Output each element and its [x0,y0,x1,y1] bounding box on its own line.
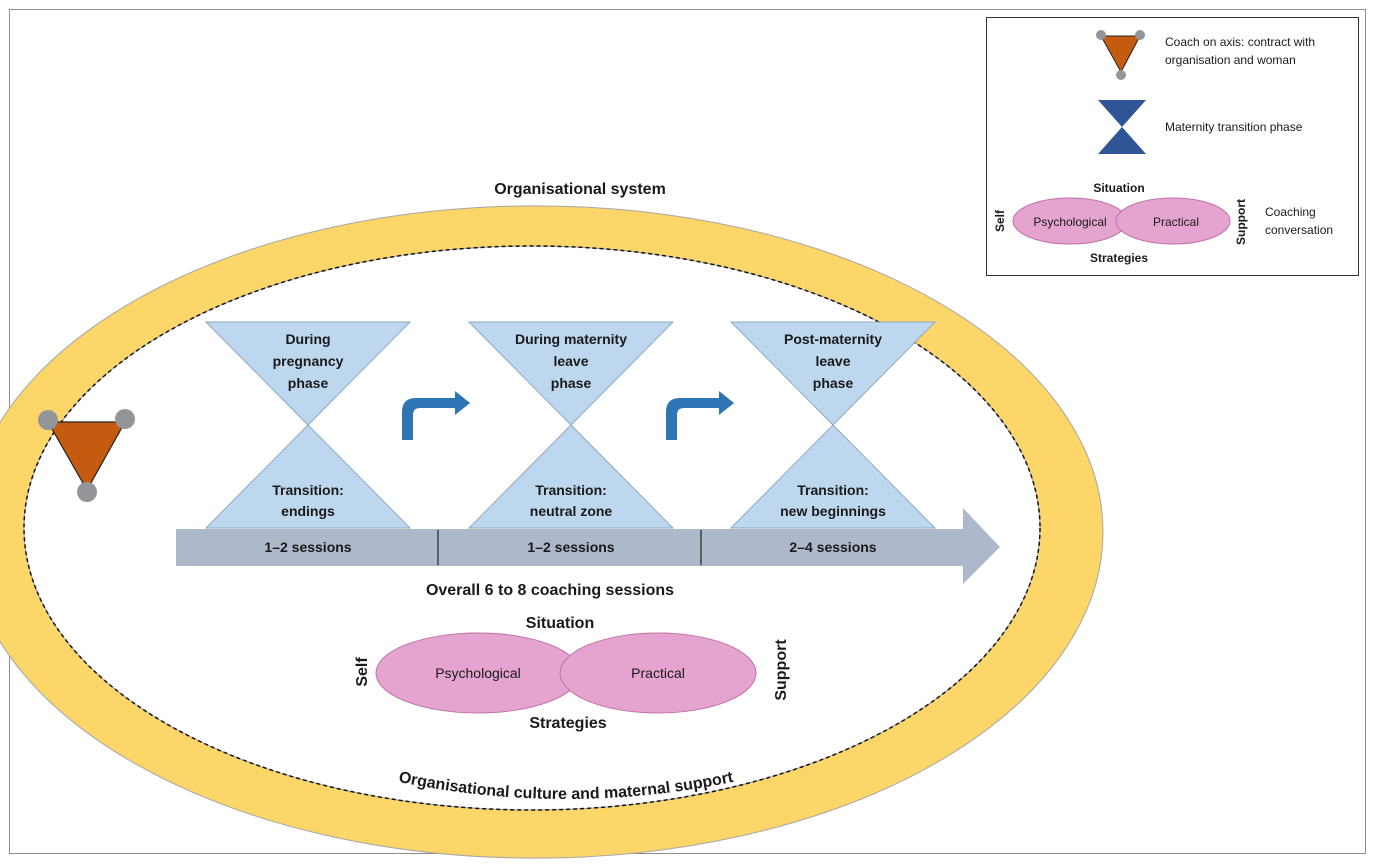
phase-3-transition-line-1: Transition: [797,482,869,498]
phase-3-sessions: 2–4 sessions [789,539,876,555]
legend-coach-text-line-2: organisation and woman [1165,53,1296,67]
organisational-ring [0,205,1104,859]
phase-2-title-line-2: leave [553,353,588,369]
legend: Coach on axis: contract with organisatio… [986,17,1359,276]
phase-3-title-line-1: Post-maternity [784,331,882,347]
phase-2-transition-line-1: Transition: [535,482,607,498]
phase-2-sessions: 1–2 sessions [527,539,614,555]
phase-2-transition-line-2: neutral zone [530,503,613,519]
legend-coach-node-left [1096,30,1106,40]
sessions-arrow [176,508,1000,584]
phase-1-title-line-2: pregnancy [273,353,344,369]
legend-support-label: Support [1234,199,1248,245]
phase-3: Post-maternity leave phase Transition: n… [729,321,937,555]
phase-3-transition-line-2: new beginnings [780,503,886,519]
phase-2-top-triangle [467,321,675,426]
phase-1-title-line-1: During [285,331,330,347]
phase-1-transition-line-2: endings [281,503,335,519]
legend-practical-ellipse [1115,197,1231,245]
coach-triangle-icon [38,409,135,502]
phase-1-title-line-3: phase [288,375,329,391]
phase-1-bottom-triangle [204,424,412,529]
phase-2: During maternity leave phase Transition:… [467,321,675,555]
legend-coach-node-bottom [1116,70,1126,80]
phase-2-bottom-triangle [467,424,675,529]
coach-node-left [38,410,58,430]
self-label: Self [354,657,371,687]
organisational-system-label: Organisational system [494,181,666,198]
phase-3-top-triangle [729,321,937,426]
organisation-boundary [23,245,1041,811]
phase-1-transition-line-1: Transition: [272,482,344,498]
phase-2-title-line-1: During maternity [515,331,627,347]
phase-1-top-triangle [204,321,412,426]
phase-3-title-line-2: leave [815,353,850,369]
legend-self-label: Self [993,209,1007,232]
phase-1-sessions: 1–2 sessions [264,539,351,555]
phase-1: During pregnancy phase Transition: endin… [204,321,412,555]
legend-coach-text-line-1: Coach on axis: contract with [1165,35,1315,49]
coach-node-bottom [77,482,97,502]
phase-3-title-line-3: phase [813,375,854,391]
legend-conversation-text-line-1: Coaching [1265,205,1316,219]
legend-practical-label: Practical [1153,215,1199,229]
psychological-label: Psychological [435,665,521,681]
legend-hourglass-bottom [1098,127,1146,154]
turn-arrow-2 [666,391,734,440]
legend-psychological-label: Psychological [1033,215,1106,229]
legend-strategies-label: Strategies [1090,251,1148,265]
legend-coach-triangle [1100,35,1141,74]
legend-coach-icon [1096,30,1145,80]
phase-2-title-line-3: phase [551,375,592,391]
legend-situation-label: Situation [1093,181,1144,195]
overall-sessions-label: Overall 6 to 8 coaching sessions [426,582,674,599]
legend-conversation-icon: Situation Psychological Practical Strate… [993,181,1248,265]
phase-3-bottom-triangle [729,424,937,529]
coach-triangle [46,421,127,492]
coaching-conversation: Situation Psychological Practical Strate… [354,615,790,732]
turn-arrow-1 [402,391,470,440]
hourglass-icon [1098,100,1146,154]
legend-hourglass-text: Maternity transition phase [1165,120,1303,134]
strategies-label: Strategies [529,715,606,732]
practical-ellipse [559,632,757,714]
practical-label: Practical [631,665,685,681]
legend-conversation-text-line-2: conversation [1265,223,1333,237]
situation-label: Situation [526,615,594,632]
support-label: Support [773,639,790,701]
legend-hourglass-top [1098,100,1146,127]
legend-coach-node-right [1135,30,1145,40]
coach-node-right [115,409,135,429]
